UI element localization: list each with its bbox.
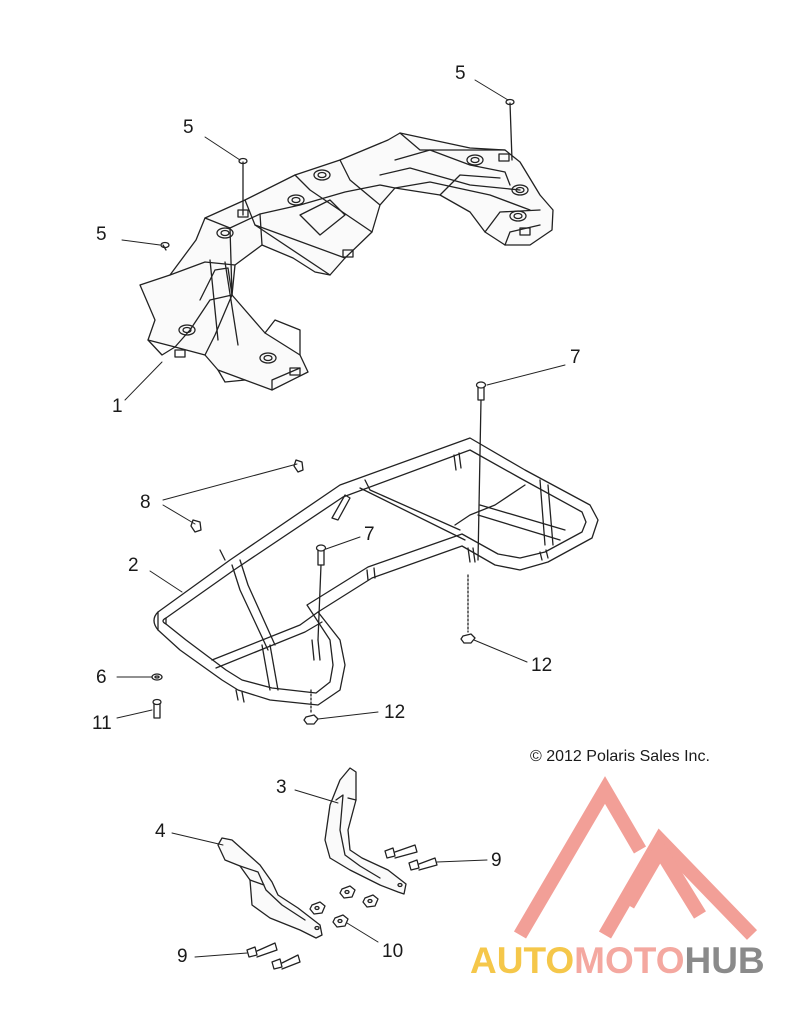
- washer-part-6: [151, 673, 163, 681]
- watermark-moto: MOTO: [574, 940, 685, 981]
- callout-5-middle: 5: [183, 117, 194, 138]
- callout-6: 6: [96, 667, 107, 688]
- copyright-notice: © 2012 Polaris Sales Inc.: [530, 748, 710, 765]
- callout-7-lower: 7: [364, 524, 375, 545]
- nut-part-10: [309, 885, 379, 928]
- callout-3: 3: [276, 777, 287, 798]
- callout-5-top-right: 5: [455, 63, 466, 84]
- automotohub-watermark-text: AUTOMOTOHUB: [470, 940, 765, 982]
- callout-8: 8: [140, 492, 151, 513]
- watermark-hub: HUB: [684, 940, 765, 981]
- callout-9-left: 9: [177, 946, 188, 967]
- screw-part-5: [160, 98, 515, 251]
- automotohub-logo-mark: [513, 776, 758, 940]
- callout-4: 4: [155, 821, 166, 842]
- bolt-part-11: [152, 698, 162, 719]
- watermark-auto: AUTO: [470, 940, 575, 981]
- callout-10: 10: [382, 941, 404, 962]
- callout-7-upper: 7: [570, 347, 581, 368]
- callout-12-right: 12: [531, 655, 553, 676]
- bolt-part-7: [315, 381, 487, 641]
- callout-5-left: 5: [96, 224, 107, 245]
- callout-1: 1: [112, 396, 123, 417]
- tube-frame-part-2: [153, 437, 599, 706]
- callout-2: 2: [128, 555, 139, 576]
- bracket-part-3: [324, 767, 407, 895]
- callout-9-right: 9: [491, 850, 502, 871]
- rack-panel-part-1: [139, 132, 554, 391]
- nut-part-12: [303, 574, 476, 725]
- bolt-part-9: [246, 844, 438, 970]
- leader-lines: [116, 79, 566, 958]
- callout-11: 11: [92, 713, 112, 734]
- callout-12-lower: 12: [384, 702, 406, 723]
- bracket-part-4: [217, 837, 323, 939]
